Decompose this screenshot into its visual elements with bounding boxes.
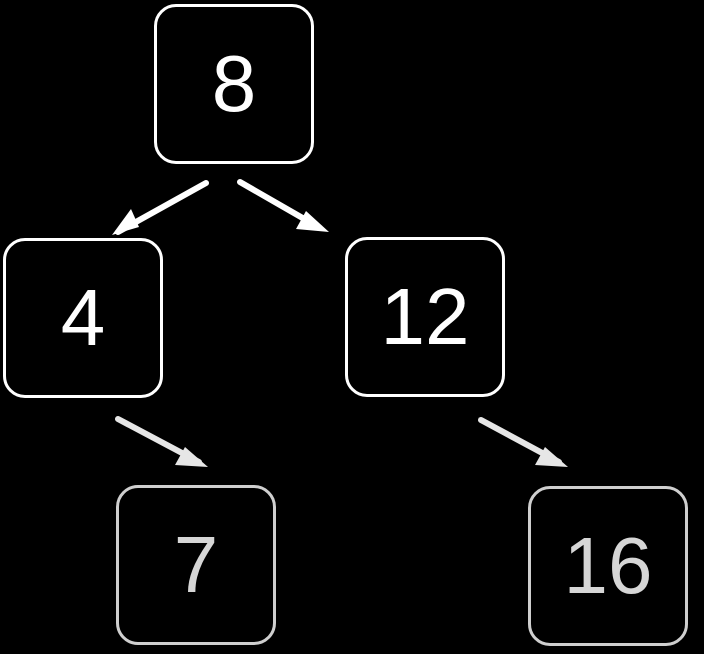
tree-node-7: 7 — [116, 485, 276, 645]
tree-node-8: 8 — [154, 4, 314, 164]
edge-8-to-4 — [112, 180, 209, 235]
tree-node-16: 16 — [528, 486, 688, 646]
tree-node-label: 8 — [211, 39, 257, 128]
tree-node-label: 12 — [380, 272, 470, 361]
edge-8-to-12 — [237, 179, 329, 232]
tree-node-label: 4 — [60, 273, 106, 362]
edge-4-to-7 — [115, 416, 208, 467]
tree-node-4: 4 — [3, 238, 163, 398]
tree-node-label: 16 — [563, 521, 653, 610]
tree-node-12: 12 — [345, 237, 505, 397]
tree-node-label: 7 — [173, 520, 219, 609]
edge-12-to-16 — [478, 417, 568, 467]
